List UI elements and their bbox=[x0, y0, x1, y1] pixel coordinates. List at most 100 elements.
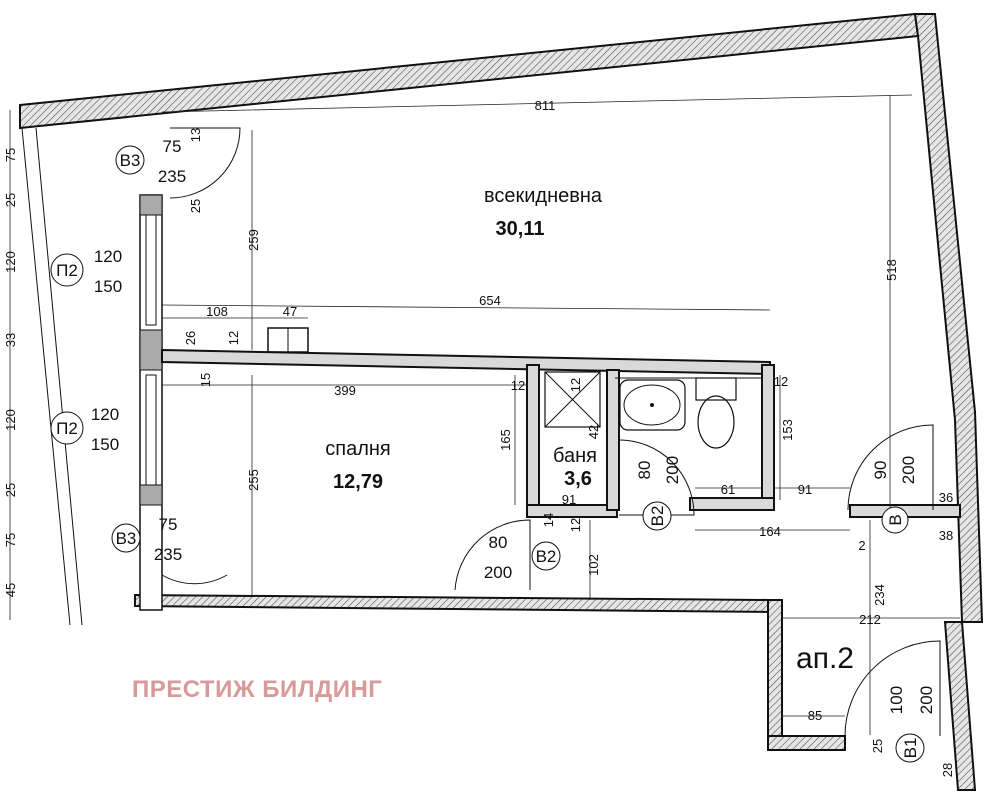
bath-area: 3,6 bbox=[564, 468, 592, 490]
dim-12c: 12 bbox=[568, 378, 583, 392]
dim-38: 38 bbox=[939, 528, 953, 543]
dim-12d: 12 bbox=[774, 374, 788, 389]
door-tag-v1: В1 100 200 bbox=[887, 686, 936, 763]
partition-living-bedroom bbox=[161, 348, 771, 376]
door-width: 90 bbox=[871, 461, 890, 480]
dim-234: 234 bbox=[872, 584, 887, 606]
door-tag-label: В3 bbox=[116, 529, 137, 548]
dim-left-25b: 25 bbox=[3, 483, 18, 497]
dim-right-height: 518 bbox=[884, 259, 899, 281]
dim-left-75b: 75 bbox=[3, 533, 18, 547]
toilet bbox=[695, 377, 737, 449]
door-width: 120 bbox=[94, 247, 122, 266]
door-height: 150 bbox=[94, 277, 122, 296]
bathroom-walls bbox=[526, 364, 961, 518]
dim-14: 14 bbox=[541, 513, 556, 527]
dim-left-75a: 75 bbox=[3, 148, 18, 162]
left-wall-outer bbox=[21, 127, 71, 626]
bath-name: баня bbox=[553, 445, 597, 467]
dimension-lines bbox=[9, 94, 960, 735]
dim-42: 42 bbox=[586, 425, 601, 439]
dim-108: 108 bbox=[206, 304, 228, 319]
door-tag-v3-bottom: В3 75 235 bbox=[111, 515, 182, 564]
door-tag-v3-top: В3 75 235 bbox=[115, 137, 186, 186]
dim-left-25a: 25 bbox=[3, 193, 18, 207]
dim-153: 153 bbox=[780, 419, 795, 441]
door-tag-label: В2 bbox=[536, 547, 557, 566]
dim-25a: 25 bbox=[870, 739, 885, 753]
dim-25b: 25 bbox=[188, 199, 203, 213]
door-tag-v-entry: В 90 200 bbox=[871, 456, 918, 534]
door-width: 100 bbox=[887, 686, 906, 714]
top-wall bbox=[19, 12, 920, 130]
dimension-labels: 811 654 518 259 255 399 108 47 12 26 15 … bbox=[3, 98, 955, 777]
sink bbox=[619, 379, 686, 431]
dim-bed-height: 255 bbox=[246, 469, 261, 491]
dim-212: 212 bbox=[859, 612, 881, 627]
far-right-bottom-wall bbox=[943, 621, 977, 791]
door-height: 235 bbox=[158, 167, 186, 186]
door-width: 80 bbox=[635, 461, 654, 480]
living-room-name: всекидневна bbox=[484, 185, 603, 207]
door-height: 200 bbox=[484, 563, 512, 582]
door-height: 200 bbox=[899, 456, 918, 484]
dim-91a: 91 bbox=[562, 492, 576, 507]
bottom-right-wall bbox=[767, 599, 783, 739]
dim-12b: 12 bbox=[511, 378, 525, 393]
dim-2: 2 bbox=[858, 538, 865, 553]
dim-164: 164 bbox=[759, 524, 781, 539]
dim-top-wall: 811 bbox=[535, 98, 556, 113]
bottom-wall bbox=[134, 593, 771, 614]
door-height: 200 bbox=[663, 456, 682, 484]
dim-interior-width: 654 bbox=[479, 293, 501, 308]
bedroom-area: 12,79 bbox=[333, 471, 383, 493]
dim-165: 165 bbox=[498, 429, 513, 451]
dim-26: 26 bbox=[183, 331, 198, 345]
left-wall-inner bbox=[35, 127, 83, 626]
door-tag-p2-top: П2 120 150 bbox=[50, 247, 122, 296]
dim-bed-width: 399 bbox=[334, 383, 356, 398]
door-height: 200 bbox=[917, 686, 936, 714]
dim-12e: 12 bbox=[568, 518, 583, 532]
door-tag-label: П2 bbox=[56, 419, 78, 438]
door-tag-b2-bath: В2 80 200 bbox=[635, 456, 682, 531]
door-tag-b2-bedroom: В2 80 200 bbox=[484, 533, 561, 582]
dim-left-120b: 120 bbox=[3, 409, 18, 431]
dim-13: 13 bbox=[188, 128, 203, 142]
door-tag-p2-bottom: П2 120 150 bbox=[50, 405, 119, 454]
door-height: 150 bbox=[91, 435, 119, 454]
dim-left-33: 33 bbox=[3, 333, 18, 347]
outer-walls bbox=[19, 12, 984, 791]
dim-47: 47 bbox=[283, 304, 297, 319]
shower-tray bbox=[544, 371, 601, 428]
dim-left-120a: 120 bbox=[3, 251, 18, 273]
dim-living-height: 259 bbox=[246, 229, 261, 251]
entry-bottom-wall bbox=[767, 735, 846, 751]
right-wall bbox=[913, 13, 984, 623]
dim-left-45: 45 bbox=[3, 583, 18, 597]
kitchen-block bbox=[267, 327, 309, 353]
door-swings bbox=[161, 127, 941, 737]
door-tag-label: В3 bbox=[120, 151, 141, 170]
door-width: 120 bbox=[91, 405, 119, 424]
door-height: 235 bbox=[154, 545, 182, 564]
brand-watermark: ПРЕСТИЖ БИЛДИНГ bbox=[132, 676, 383, 703]
dim-36: 36 bbox=[939, 490, 953, 505]
door-tag-label: В1 bbox=[901, 738, 920, 759]
door-width: 75 bbox=[163, 137, 182, 156]
door-tag-label: В2 bbox=[648, 506, 667, 527]
dim-15: 15 bbox=[198, 373, 213, 387]
dim-102: 102 bbox=[586, 554, 601, 576]
window-column bbox=[139, 194, 163, 611]
dim-91b: 91 bbox=[798, 482, 812, 497]
dim-12a: 12 bbox=[226, 331, 241, 345]
door-width: 75 bbox=[159, 515, 178, 534]
door-width: 80 bbox=[489, 533, 508, 552]
bedroom-name: спалня bbox=[325, 438, 391, 460]
dim-85: 85 bbox=[808, 708, 822, 723]
door-tag-label: В bbox=[886, 514, 905, 525]
apartment-label: ап.2 bbox=[796, 642, 854, 675]
dim-28: 28 bbox=[940, 763, 955, 777]
dim-61: 61 bbox=[721, 482, 735, 497]
